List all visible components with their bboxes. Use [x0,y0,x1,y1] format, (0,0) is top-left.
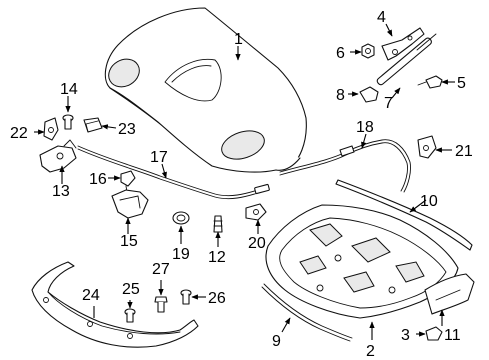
bracket-22 [43,117,59,141]
callout-4: 4 [377,9,386,26]
callout-9: 9 [272,333,281,350]
callout-2: 2 [366,343,375,360]
release-cable-18 [279,139,411,193]
callout-6: 6 [336,45,345,62]
release-cable-17 [77,145,270,200]
release-handle-21 [417,135,437,159]
hood-panel [104,7,307,173]
lower-panel-24 [31,261,199,348]
callout-11: 11 [444,327,461,344]
callout-labels: 1 2 3 4 5 6 7 8 9 10 11 12 13 14 15 16 1… [10,9,473,360]
hinge-nut [361,43,375,59]
callout-15: 15 [120,233,138,250]
rubber-bumper-12 [213,215,223,233]
callout-18: 18 [356,119,374,136]
callout-12: 12 [208,249,226,266]
callout-24: 24 [82,287,100,304]
callout-21: 21 [455,143,473,160]
callout-23: 23 [118,121,136,138]
grommet-19 [172,211,190,225]
callout-22: 22 [10,125,28,142]
callout-5: 5 [457,75,466,92]
leader-lines [34,23,455,340]
strut-bolt [417,75,443,89]
callout-14: 14 [60,81,78,98]
strut-clip [359,86,379,103]
lock-15 [111,189,149,219]
callout-1: 1 [234,31,243,48]
clip-3 [425,326,443,341]
callout-20: 20 [248,235,266,252]
callout-3: 3 [401,327,410,344]
clip-16 [120,170,136,193]
callout-8: 8 [336,87,345,104]
callout-17: 17 [150,149,168,166]
hood-hinge [381,27,425,61]
callout-13: 13 [52,183,70,200]
seal-strip-10 [335,179,473,251]
bumper-pad-23 [83,117,103,133]
callout-7: 7 [384,95,393,112]
clip-27 [154,296,168,313]
callout-26: 26 [208,290,226,307]
callout-19: 19 [172,246,190,263]
latch-13 [39,139,77,173]
callout-10: 10 [420,193,438,210]
screw-26 [180,289,192,305]
callout-16: 16 [89,171,107,188]
screw-25 [124,308,136,323]
screw-14 [62,114,74,130]
lift-support-strut [376,33,437,86]
callout-27: 27 [152,261,170,278]
seal-9 [261,283,353,342]
callout-25: 25 [122,281,140,298]
bracket-20 [245,203,267,221]
